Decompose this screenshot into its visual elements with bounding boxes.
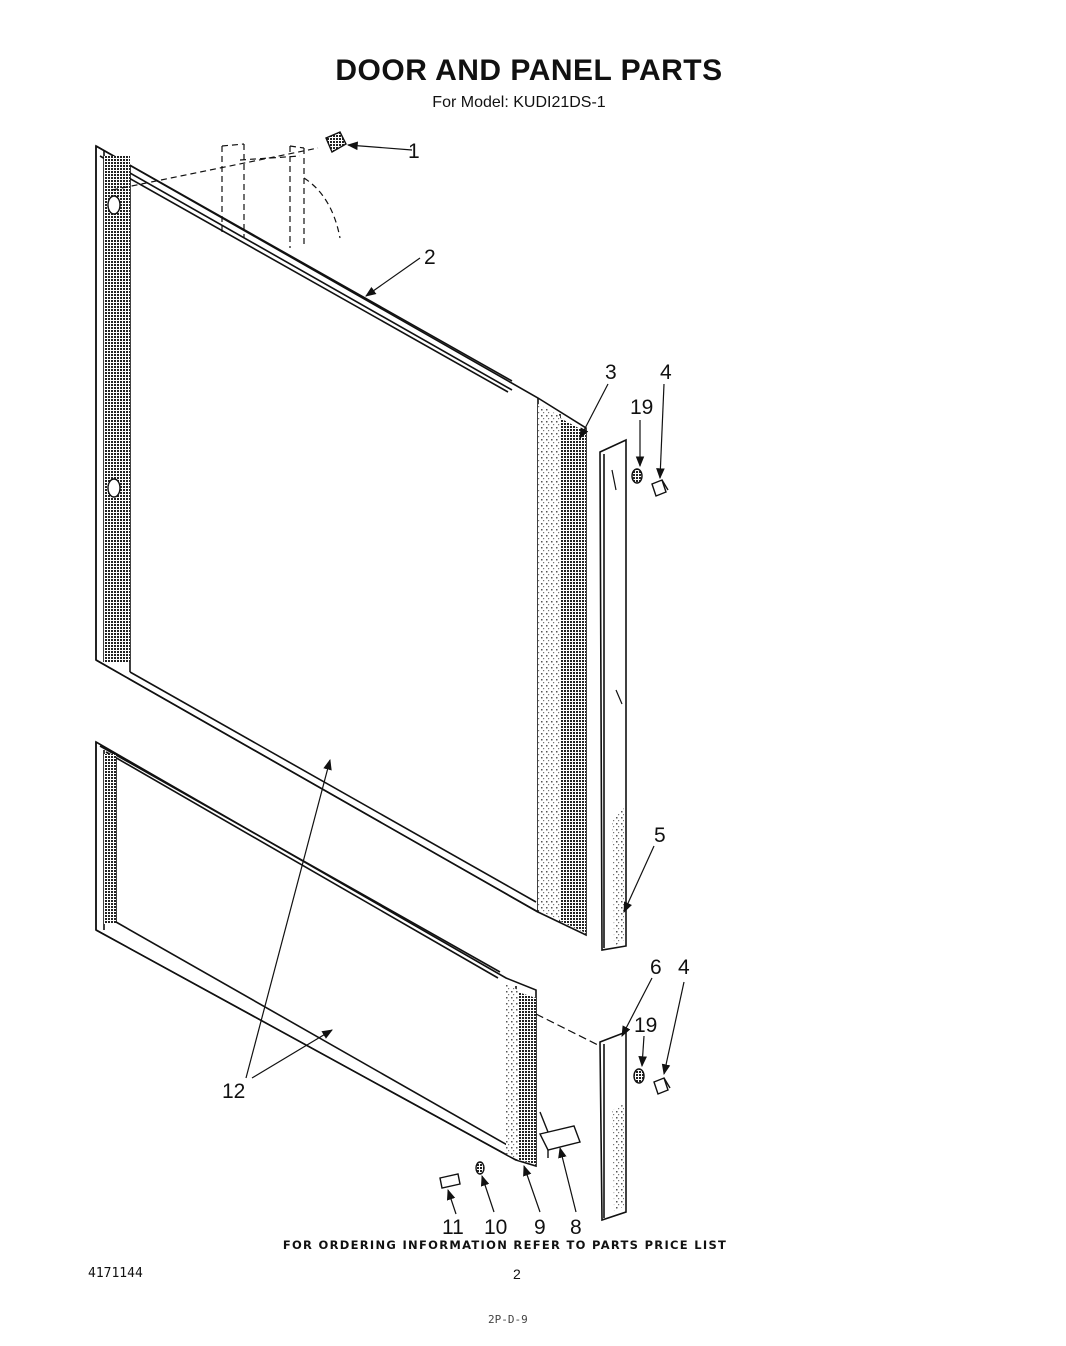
- lower-side-trim-shading: [612, 1104, 624, 1212]
- callout-label: 2: [424, 246, 436, 269]
- document-number: 4171144: [88, 1266, 143, 1281]
- lower-left-mesh-strip: [104, 754, 116, 924]
- callout-label: 10: [484, 1216, 507, 1239]
- lower-washer: [633, 1068, 645, 1084]
- bottom-bracket: [538, 1111, 581, 1158]
- upper-right-speckle-strip: [538, 404, 560, 920]
- callout-label: 5: [654, 824, 666, 847]
- upper-left-mesh-strip: [104, 156, 130, 662]
- left-latch-cutouts: [107, 195, 121, 498]
- callout-label: 6: [650, 956, 662, 979]
- lower-right-mesh-strip: [518, 992, 536, 1164]
- callout-label: 11: [442, 1216, 464, 1239]
- callout-label: 1: [408, 140, 420, 163]
- upper-washer: [631, 468, 643, 484]
- lower-side-trim-dash: [535, 1013, 601, 1047]
- model-subtitle: For Model: KUDI21DS-1: [432, 94, 606, 111]
- ordering-info-footer: FOR ORDERING INFORMATION REFER TO PARTS …: [282, 1238, 728, 1252]
- bottom-screw: [439, 1173, 461, 1189]
- callout-label: 19: [630, 396, 653, 419]
- callout-label: 4: [678, 956, 690, 979]
- callout-label: 9: [534, 1216, 546, 1239]
- callout-label: 3: [605, 361, 617, 384]
- upper-screw: [651, 479, 669, 497]
- door-clip-part: [325, 131, 347, 153]
- mounting-bracket-ghost: [111, 143, 341, 248]
- page-stamp: 2P-D-9: [488, 1313, 528, 1326]
- bottom-washer: [475, 1161, 485, 1175]
- lower-right-speckle-strip: [506, 984, 518, 1160]
- upper-side-trim-marks: [611, 469, 623, 705]
- callout-label: 12: [222, 1080, 245, 1103]
- callout-label: 8: [570, 1216, 582, 1239]
- callout-leaders: [245, 141, 685, 1215]
- upper-side-trim-shading: [612, 808, 624, 946]
- callout-label: 19: [634, 1014, 657, 1037]
- upper-right-mesh-strip: [560, 418, 586, 933]
- callout-label: 4: [660, 361, 672, 384]
- lower-screw: [653, 1077, 671, 1095]
- page-number: 2: [513, 1266, 521, 1282]
- diagram-title: DOOR AND PANEL PARTS: [335, 54, 723, 87]
